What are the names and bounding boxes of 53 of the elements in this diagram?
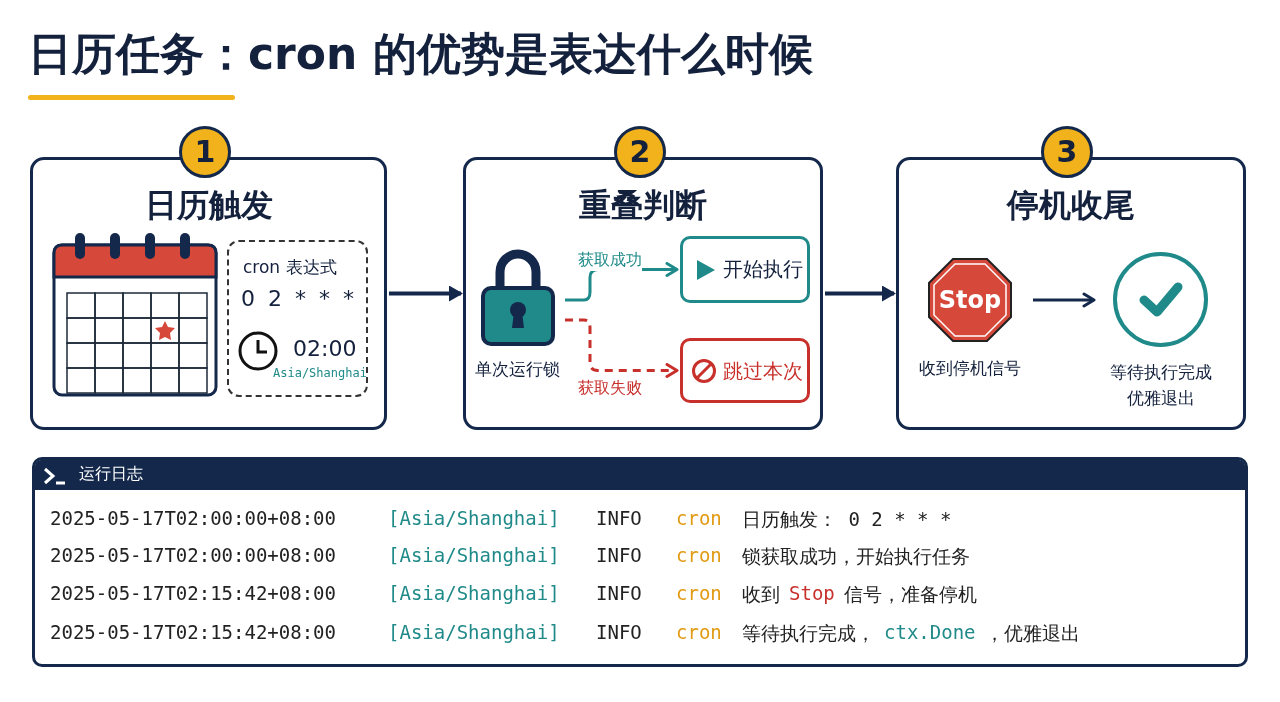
log-title: 运行日志: [79, 464, 143, 485]
log-timestamp: 2025-05-17T02:15:42+08:00: [50, 621, 336, 643]
arrow: [825, 285, 896, 302]
time-text: 02:00: [293, 336, 357, 361]
action-box: [680, 338, 810, 403]
step-heading: 重叠判断: [578, 185, 708, 226]
log-level: INFO: [596, 544, 642, 566]
action-text: 开始执行: [723, 256, 803, 283]
lock-caption: 单次运行锁: [474, 358, 561, 381]
log-message: ctx.Done: [884, 621, 976, 645]
log-timezone: [Asia/Shanghai]: [388, 621, 560, 643]
log-level: INFO: [596, 507, 642, 529]
log-message: 信号，准备停机: [843, 582, 977, 607]
action-text: 跳过本次: [723, 358, 803, 385]
log-message: ，优雅退出: [984, 621, 1080, 646]
log-message: 日历触发： 0 2 * * *: [742, 507, 952, 532]
step-number-badge: 3: [1041, 126, 1093, 178]
edge-label: 获取成功: [578, 250, 642, 271]
action-box: [680, 236, 810, 303]
log-message: Stop: [789, 582, 835, 606]
cron-expression-box: [227, 240, 368, 397]
step-number-badge: 1: [179, 126, 231, 178]
log-source: cron: [676, 621, 722, 643]
log-message: 锁获取成功，开始执行任务: [742, 544, 970, 569]
arrow: [1033, 292, 1096, 308]
step-heading: 日历触发: [143, 185, 274, 226]
log-timezone: [Asia/Shanghai]: [388, 544, 560, 566]
page-title: 日历任务：cron 的优势是表达什么时候: [28, 27, 813, 81]
edge-label: 获取失败: [578, 378, 642, 399]
log-timezone: [Asia/Shanghai]: [388, 507, 560, 529]
log-level: INFO: [596, 582, 642, 604]
log-source: cron: [676, 544, 722, 566]
log-panel: [32, 457, 1248, 667]
log-message: 等待执行完成，: [742, 621, 875, 646]
log-source: cron: [676, 582, 722, 604]
log-timezone: [Asia/Shanghai]: [388, 582, 560, 604]
arrow: [389, 285, 463, 302]
log-level: INFO: [596, 621, 642, 643]
expression-label: cron 表达式: [243, 256, 337, 279]
stop-sign: Stop: [927, 257, 1013, 343]
timezone-text: Asia/Shanghai: [273, 366, 367, 380]
log-timestamp: 2025-05-17T02:00:00+08:00: [50, 544, 336, 566]
cron-expression: 0 2 * * *: [241, 286, 354, 311]
caption-text: 等待执行完成优雅退出: [1108, 361, 1213, 410]
caption-text: 收到停机信号: [918, 357, 1022, 380]
log-source: cron: [676, 507, 722, 529]
step-number-badge: 2: [614, 126, 666, 178]
log-timestamp: 2025-05-17T02:15:42+08:00: [50, 582, 336, 604]
log-timestamp: 2025-05-17T02:00:00+08:00: [50, 507, 336, 529]
arrow: [565, 318, 679, 378]
check-circle: [1113, 252, 1208, 347]
step-heading: 停机收尾: [1005, 185, 1136, 226]
log-message: 收到: [742, 582, 780, 607]
